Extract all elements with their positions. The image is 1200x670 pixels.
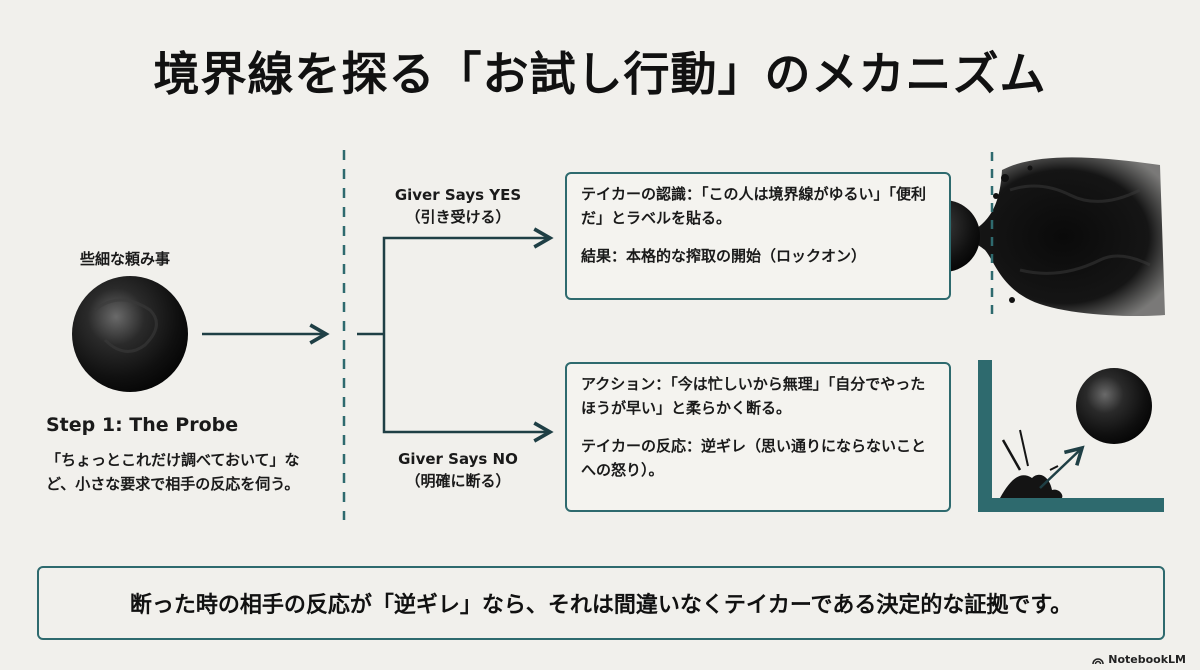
- wall-vertical: [978, 360, 992, 512]
- no-sublabel: （明確に断る）: [405, 472, 511, 490]
- no-label: Giver Says NO: [398, 450, 518, 468]
- probe-label: 些細な頼み事: [80, 250, 171, 268]
- yes-label: Giver Says YES: [394, 186, 522, 204]
- yes-outcome-result: 結果：本格的な搾取の開始（ロックオン）: [581, 247, 867, 265]
- probe-sphere-swirl: [94, 298, 158, 353]
- no-outcome-reaction: テイカーの反応：逆ギレ（思い通りにならないことへの怒り）。: [581, 437, 927, 479]
- no-branch-label: Giver Says NO （明確に断る）: [358, 448, 558, 492]
- no-illustration: [978, 360, 1164, 512]
- no-sphere: [1076, 368, 1152, 444]
- yes-outcome-box: テイカーの認識：「この人は境界線がゆるい」「便利だ」とラベルを貼る。 結果：本格…: [565, 172, 951, 300]
- no-outcome-box: アクション：「今は忙しいから無理」「自分でやったほうが早い」と柔らかく断る。 テ…: [565, 362, 951, 512]
- probe-sphere: [72, 276, 188, 392]
- step-title: Step 1: The Probe: [46, 414, 239, 436]
- impact-splash: [1000, 474, 1063, 498]
- yes-branch-label: Giver Says YES （引き受ける）: [358, 184, 558, 228]
- yes-outcome-recognition: テイカーの認識：「この人は境界線がゆるい」「便利だ」とラベルを貼る。: [581, 185, 927, 227]
- page-title: 境界線を探る「お試し行動」のメカニズム: [153, 47, 1047, 101]
- bounce-arrow: [1039, 445, 1085, 489]
- ink-smoke: [962, 157, 1165, 317]
- brand-mark: NotebookLM: [1092, 653, 1186, 666]
- conclusion-box: 断った時の相手の反応が「逆ギレ」なら、それは間違いなくテイカーである決定的な証拠…: [37, 566, 1165, 640]
- notebooklm-icon: [1092, 657, 1104, 664]
- conclusion-text: 断った時の相手の反応が「逆ギレ」なら、それは間違いなくテイカーである決定的な証拠…: [129, 593, 1073, 618]
- no-outcome-action: アクション：「今は忙しいから無理」「自分でやったほうが早い」と柔らかく断る。: [581, 375, 926, 417]
- step-description: 「ちょっとこれだけ調べておいて」など、小さな要求で相手の反応を伺う。: [46, 451, 300, 493]
- yes-sublabel: （引き受ける）: [405, 208, 511, 226]
- brand-name: NotebookLM: [1108, 653, 1186, 666]
- branch-no-arrow: [382, 334, 554, 443]
- wall-floor: [978, 498, 1164, 512]
- branch-yes-arrow: [382, 227, 554, 334]
